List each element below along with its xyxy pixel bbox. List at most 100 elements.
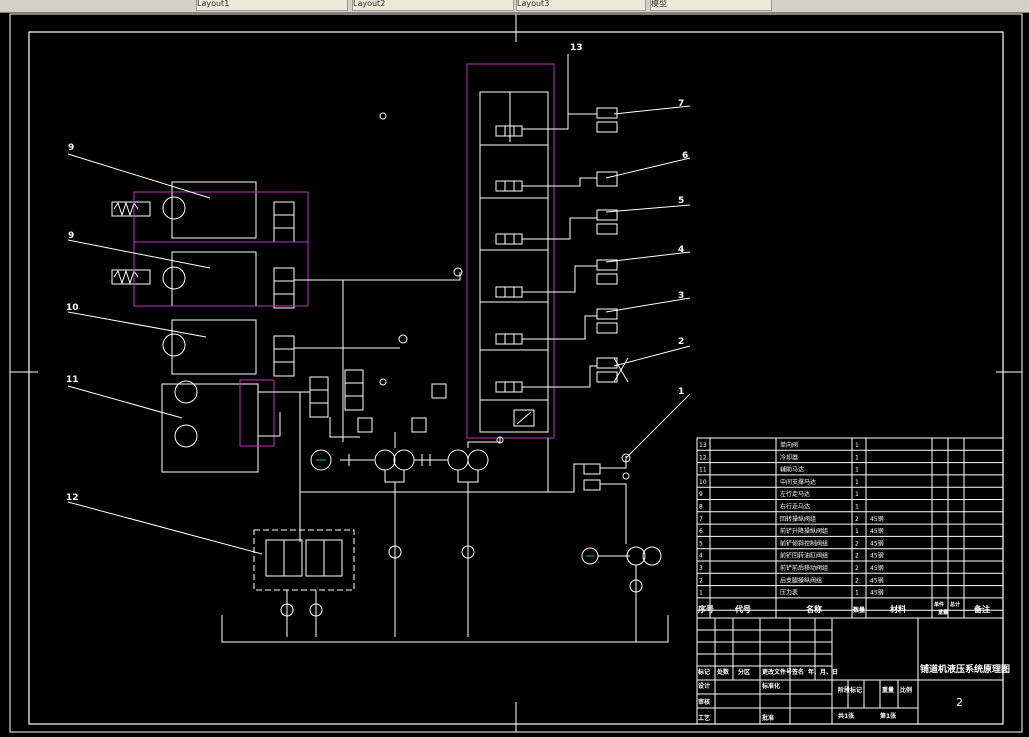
parts-row-qty: 1 [855, 528, 859, 535]
callout-11: 11 [66, 375, 79, 385]
parts-row-material: 45钢 [870, 576, 884, 584]
valve-spools [495, 125, 523, 393]
parts-row-name: 单向阀 [780, 441, 798, 449]
svg-text:代号: 代号 [734, 604, 751, 614]
callout-9-upper: 9 [68, 143, 74, 153]
cooler-filter-block [253, 529, 355, 591]
callout-7: 7 [678, 99, 684, 109]
title-block [696, 617, 1004, 725]
parts-row-qty: 2 [855, 577, 859, 584]
parts-row-number: 1 [699, 590, 703, 597]
drawing-title: 铺道机液压系统原理图 [920, 663, 1010, 675]
parts-row-number: 12 [699, 454, 707, 461]
svg-text:设计: 设计 [698, 682, 710, 690]
callout-12: 12 [66, 493, 79, 503]
parts-row-number: 10 [699, 479, 707, 486]
svg-text:重量: 重量 [938, 609, 948, 616]
parts-row-qty: 1 [855, 590, 859, 597]
parts-row-name: 前铲回转油缸阀组 [780, 552, 828, 560]
parts-row-name: 冷却器 [780, 453, 798, 461]
callout-9-lower: 9 [68, 231, 74, 241]
svg-text:重量: 重量 [882, 686, 894, 694]
tank-line [221, 615, 669, 643]
hydraulic-schematic [111, 63, 669, 643]
parts-row-material: 45钢 [870, 552, 884, 560]
parts-row-name: 后支腿操纵阀组 [780, 576, 822, 584]
parts-row-number: 11 [699, 467, 707, 474]
svg-text:处数: 处数 [716, 668, 730, 676]
svg-text:备注: 备注 [973, 604, 990, 614]
valve-bank-body [479, 91, 549, 433]
parts-row-qty: 1 [855, 479, 859, 486]
svg-text:数量: 数量 [853, 606, 865, 614]
callout-13: 13 [570, 43, 583, 53]
svg-text:第1张: 第1张 [879, 712, 897, 720]
parts-table [696, 437, 1004, 619]
cad-drawing-canvas[interactable]: 13 7 6 5 4 3 2 1 9 9 10 11 12 13单向阀112冷却… [0, 12, 1029, 737]
svg-text:年、月、日: 年、月、日 [808, 668, 838, 676]
parts-row-qty: 2 [855, 565, 859, 572]
parts-row-name: 中间支撑马达 [780, 478, 816, 486]
callout-5: 5 [678, 196, 684, 206]
parts-row-name: 前铲前后移动阀组 [780, 564, 828, 572]
parts-row-qty: 2 [855, 553, 859, 560]
tab-layout3[interactable]: Layout3 [516, 0, 646, 11]
svg-text:审核: 审核 [698, 698, 710, 706]
parts-row-qty: 1 [855, 504, 859, 511]
actuator-valve-groups [596, 107, 629, 383]
parts-row-name: 辅助马达 [780, 466, 804, 474]
svg-text:总计: 总计 [950, 601, 960, 608]
parts-table-header: 序号 代号 名称 数量 材料 单件 总计 重量 备注 [698, 601, 990, 616]
parts-row-number: 13 [699, 442, 707, 449]
svg-text:阶段标记: 阶段标记 [838, 686, 862, 694]
parts-row-qty: 1 [855, 442, 859, 449]
callout-4: 4 [678, 245, 684, 255]
parts-row-qty: 1 [855, 491, 859, 498]
parts-row-number: 4 [699, 553, 703, 560]
outer-frame [9, 13, 1023, 733]
callout-2: 2 [678, 337, 684, 347]
parts-row-name: 左行走马达 [780, 490, 810, 498]
parts-row-number: 9 [699, 491, 703, 498]
sheet-number: 2 [956, 696, 963, 709]
callout-3: 3 [678, 291, 684, 301]
parts-row-number: 2 [699, 577, 703, 584]
parts-row-name: 压力表 [780, 589, 798, 597]
tab-layout2[interactable]: Layout2 [352, 0, 514, 11]
parts-row-material: 45钢 [870, 527, 884, 535]
title-block-text: 标记 处数 分区 更改文件号 签名 年、月、日 设计 标准化 审核 工艺 批准 … [697, 663, 1010, 722]
svg-text:单件: 单件 [934, 601, 944, 608]
parts-row-name: 前铲倾斜控制阀组 [780, 539, 828, 547]
parts-row-number: 5 [699, 540, 703, 547]
parts-row-name: 回转操纵阀组 [780, 515, 816, 523]
tab-layout1[interactable]: Layout1 [196, 0, 348, 11]
svg-text:工艺: 工艺 [698, 714, 710, 722]
svg-text:名称: 名称 [806, 604, 822, 614]
parts-row-material: 45钢 [870, 564, 884, 572]
callout-labels: 13 7 6 5 4 3 2 1 9 9 10 11 12 [66, 43, 688, 503]
svg-text:材料: 材料 [890, 604, 906, 614]
layout-tab-bar: Layout1 Layout2 Layout3 模型 [0, 0, 1029, 13]
callout-10: 10 [66, 303, 79, 313]
centering-marks [10, 14, 1022, 732]
pumps [340, 449, 489, 483]
parts-row-qty: 1 [855, 454, 859, 461]
svg-text:签名: 签名 [791, 668, 804, 676]
svg-text:标记: 标记 [697, 668, 710, 676]
parts-row-qty: 1 [855, 467, 859, 474]
parts-row-number: 7 [699, 516, 703, 523]
svg-text:批准: 批准 [762, 714, 774, 722]
svg-text:更改文件号: 更改文件号 [762, 668, 792, 676]
tab-model[interactable]: 模型 [650, 0, 772, 11]
parts-row-number: 3 [699, 565, 703, 572]
parts-row-name: 右行走马达 [780, 503, 810, 511]
parts-row-number: 6 [699, 528, 703, 535]
callout-6: 6 [682, 151, 688, 161]
svg-text:分区: 分区 [738, 668, 750, 676]
parts-row-number: 8 [699, 504, 703, 511]
parts-row-qty: 2 [855, 516, 859, 523]
parts-row-material: 45钢 [870, 539, 884, 547]
leader-lines [67, 54, 691, 555]
svg-text:序号: 序号 [698, 604, 714, 614]
